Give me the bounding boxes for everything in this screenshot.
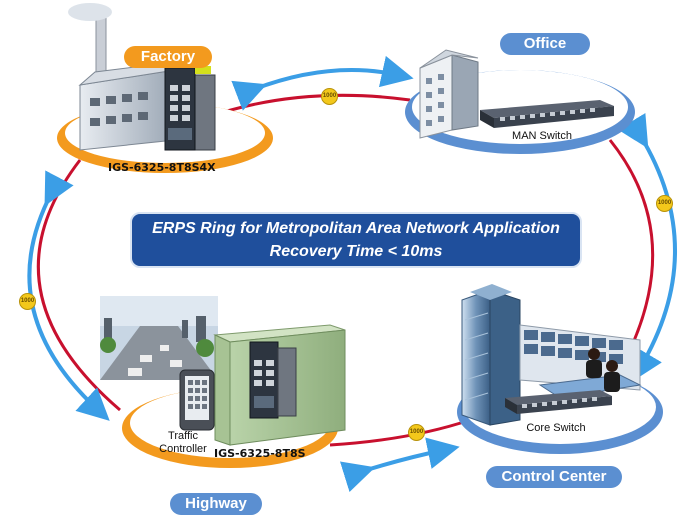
link-speed-badge-factory-highway: 1000 (19, 293, 36, 310)
device-label-factory: IGS-6325-8T8S4X (108, 161, 216, 174)
link-speed-badge-office-control: 1000 (656, 195, 673, 212)
industrial-switch-factory-icon (164, 66, 216, 151)
arrow-highway-control (339, 437, 460, 493)
link-highway-control (329, 418, 471, 447)
arrow-factory-office (231, 55, 414, 111)
location-label-highway: Highway (170, 493, 262, 515)
factory-building-icon (68, 3, 191, 151)
device-label-office: MAN Switch (512, 130, 572, 142)
diagram-title-box: ERPS Ring for Metropolitan Area Network … (130, 212, 582, 268)
location-label-control-center: Control Center (486, 466, 622, 488)
man-switch-icon (480, 100, 614, 128)
traffic-controller-label: Traffic Controller (159, 430, 207, 455)
diagram-subtitle: Recovery Time < 10ms (269, 243, 443, 260)
diagram-title: ERPS Ring for Metropolitan Area Network … (152, 220, 560, 237)
location-label-factory: Factory (124, 46, 212, 68)
link-office-control (608, 139, 655, 371)
office-building-icon (419, 49, 479, 139)
link-speed-badge-highway-control: 1000 (408, 424, 425, 441)
traffic-controller-icon (179, 369, 215, 431)
device-label-control-center: Core Switch (526, 422, 586, 434)
highway-photo (100, 296, 218, 380)
device-label-highway: IGS-6325-8T8S (214, 447, 306, 460)
location-label-office: Office (500, 33, 590, 55)
arrow-office-control (618, 113, 677, 382)
control-tower-icon (461, 284, 521, 426)
industrial-switch-highway-icon (249, 341, 297, 419)
core-switch-icon (505, 390, 612, 414)
link-speed-badge-factory-office: 1000 (321, 88, 338, 105)
operators-icon (586, 348, 620, 392)
